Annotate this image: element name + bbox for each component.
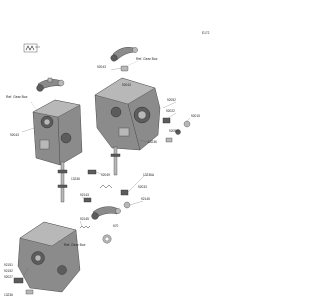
- lower-gearbox-housing: [13, 221, 81, 295]
- shift-shaft-part: [57, 161, 68, 203]
- part-number-callout: 92145: [141, 197, 150, 201]
- part-number-callout: 92015: [191, 114, 200, 118]
- left-lever-part: [36, 77, 65, 92]
- part-number-callout: 92022: [166, 109, 175, 113]
- part-number-callout: 13236: [4, 293, 13, 297]
- exploded-parts-diagram: E172: [4, 31, 210, 297]
- part-number-callout: 92152: [4, 269, 13, 273]
- ref-label-gear-box-bottom: Ref. Gear Box: [64, 243, 86, 247]
- part-number-callout: 92027: [4, 275, 13, 279]
- part-number-callout: 92081: [169, 129, 178, 133]
- part-number-callout: 92049: [101, 173, 110, 177]
- right-gearbox-housing: [94, 77, 161, 151]
- ref-label-gear-box-top: Ref. Gear Box: [136, 57, 158, 61]
- part-number-callout: 13236: [148, 140, 157, 144]
- ref-label-gear-box-left: Ref. Gear Box: [6, 95, 28, 99]
- shift-rod-part: [110, 146, 121, 176]
- part-number-callout: 92043: [122, 83, 131, 87]
- diagram-code: E172: [202, 31, 210, 35]
- part-number-callout: 92043: [97, 65, 106, 69]
- part-number-callout: 670: [113, 224, 119, 228]
- part-number-callout: 13236A: [143, 173, 155, 177]
- part-number-callout: 92143: [80, 193, 89, 197]
- leader-lines: [21, 60, 191, 281]
- selector-lever-part: [91, 206, 121, 220]
- part-number-callout: 13236: [71, 177, 80, 181]
- lower-left-small-parts: [79, 197, 112, 244]
- part-number-callout: 92052: [167, 98, 176, 102]
- brand-logo: [23, 43, 40, 53]
- part-number-callout: 92151: [4, 263, 13, 267]
- left-gearbox-housing: [32, 99, 83, 166]
- upper-shift-lever-part: [110, 47, 138, 72]
- part-number-callout: 92043: [10, 133, 19, 137]
- part-number-callout: 92145: [80, 217, 89, 221]
- part-number-callout: 92033: [138, 185, 147, 189]
